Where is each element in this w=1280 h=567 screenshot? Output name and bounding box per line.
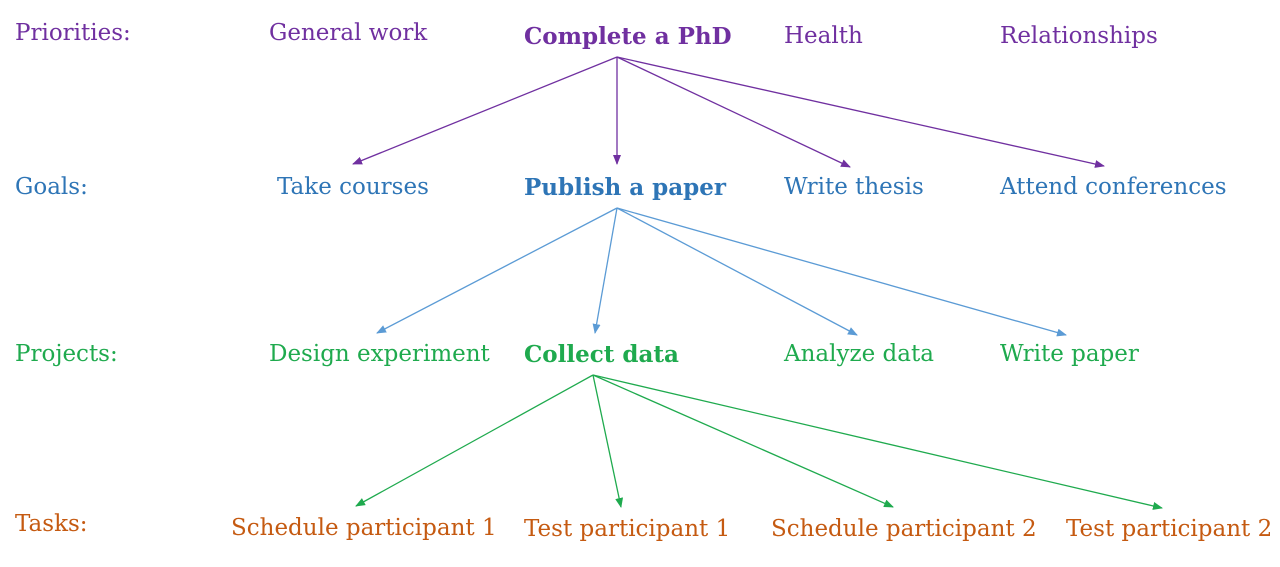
priority-relationships: Relationships	[1000, 23, 1158, 49]
level-label-projects: Projects:	[15, 341, 118, 367]
arrow-publish-to-write-paper	[616, 207, 1067, 337]
goal-attend-conferences: Attend conferences	[1000, 174, 1227, 200]
arrow-collect-to-test-2	[592, 374, 1163, 510]
level-label-priorities: Priorities:	[15, 20, 131, 46]
task-schedule-participant-2: Schedule participant 2	[771, 516, 1037, 542]
goal-publish-paper: Publish a paper	[524, 174, 726, 201]
task-schedule-participant-1: Schedule participant 1	[231, 515, 497, 541]
task-test-participant-2: Test participant 2	[1066, 516, 1273, 542]
project-write-paper: Write paper	[1000, 341, 1139, 367]
arrow-publish-to-design-experiment	[376, 207, 618, 334]
priority-general-work: General work	[269, 20, 428, 46]
goal-take-courses: Take courses	[277, 174, 429, 200]
arrow-publish-to-collect-data	[592, 207, 618, 334]
level-label-tasks: Tasks:	[15, 511, 88, 537]
arrow-phd-to-attend-conferences	[616, 56, 1105, 168]
arrow-collect-to-schedule-2	[592, 374, 894, 508]
arrow-collect-to-schedule-1	[355, 374, 594, 507]
arrow-phd-to-take-courses	[352, 56, 618, 165]
arrow-phd-to-write-thesis	[616, 56, 851, 168]
goal-write-thesis: Write thesis	[784, 174, 924, 200]
priority-complete-phd: Complete a PhD	[524, 23, 732, 50]
arrow-collect-to-test-1	[592, 374, 624, 508]
task-test-participant-1: Test participant 1	[524, 516, 731, 542]
project-collect-data: Collect data	[524, 341, 679, 368]
priority-health: Health	[784, 23, 863, 49]
level-label-goals: Goals:	[15, 174, 88, 200]
arrow-publish-to-analyze-data	[616, 207, 858, 336]
project-analyze-data: Analyze data	[784, 341, 934, 367]
project-design-experiment: Design experiment	[269, 341, 490, 367]
